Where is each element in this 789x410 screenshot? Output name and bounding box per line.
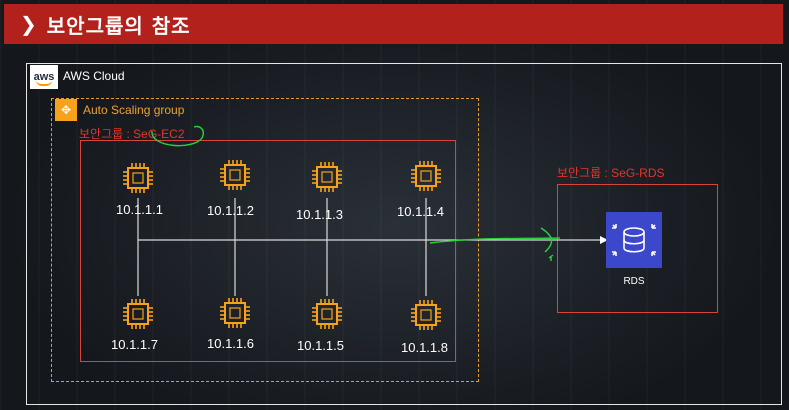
ec2-instance-icon bbox=[121, 297, 155, 331]
ec2-instance-icon bbox=[218, 158, 252, 192]
ec2-instance-icon bbox=[310, 297, 344, 331]
ec2-instance-ip-label: 10.1.1.1 bbox=[116, 202, 163, 217]
ec2-instance-ip-label: 10.1.1.4 bbox=[397, 204, 444, 219]
ec2-instance-icon bbox=[121, 161, 155, 195]
ec2-instance-ip-label: 10.1.1.2 bbox=[207, 203, 254, 218]
rds-label: RDS bbox=[606, 276, 662, 287]
ec2-instance-icon bbox=[310, 160, 344, 194]
hand-annotation bbox=[152, 127, 560, 261]
ec2-instance-ip-label: 10.1.1.6 bbox=[207, 336, 254, 351]
ec2-instance-ip-label: 10.1.1.3 bbox=[296, 207, 343, 222]
ec2-instance-ip-label: 10.1.1.7 bbox=[111, 337, 158, 352]
ec2-instance-icon bbox=[218, 296, 252, 330]
ec2-instance-icon bbox=[409, 298, 443, 332]
ec2-instance-ip-label: 10.1.1.8 bbox=[401, 340, 448, 355]
ec2-instance-icon bbox=[409, 159, 443, 193]
ec2-instance-ip-label: 10.1.1.5 bbox=[297, 338, 344, 353]
rds-database-icon bbox=[606, 212, 662, 268]
